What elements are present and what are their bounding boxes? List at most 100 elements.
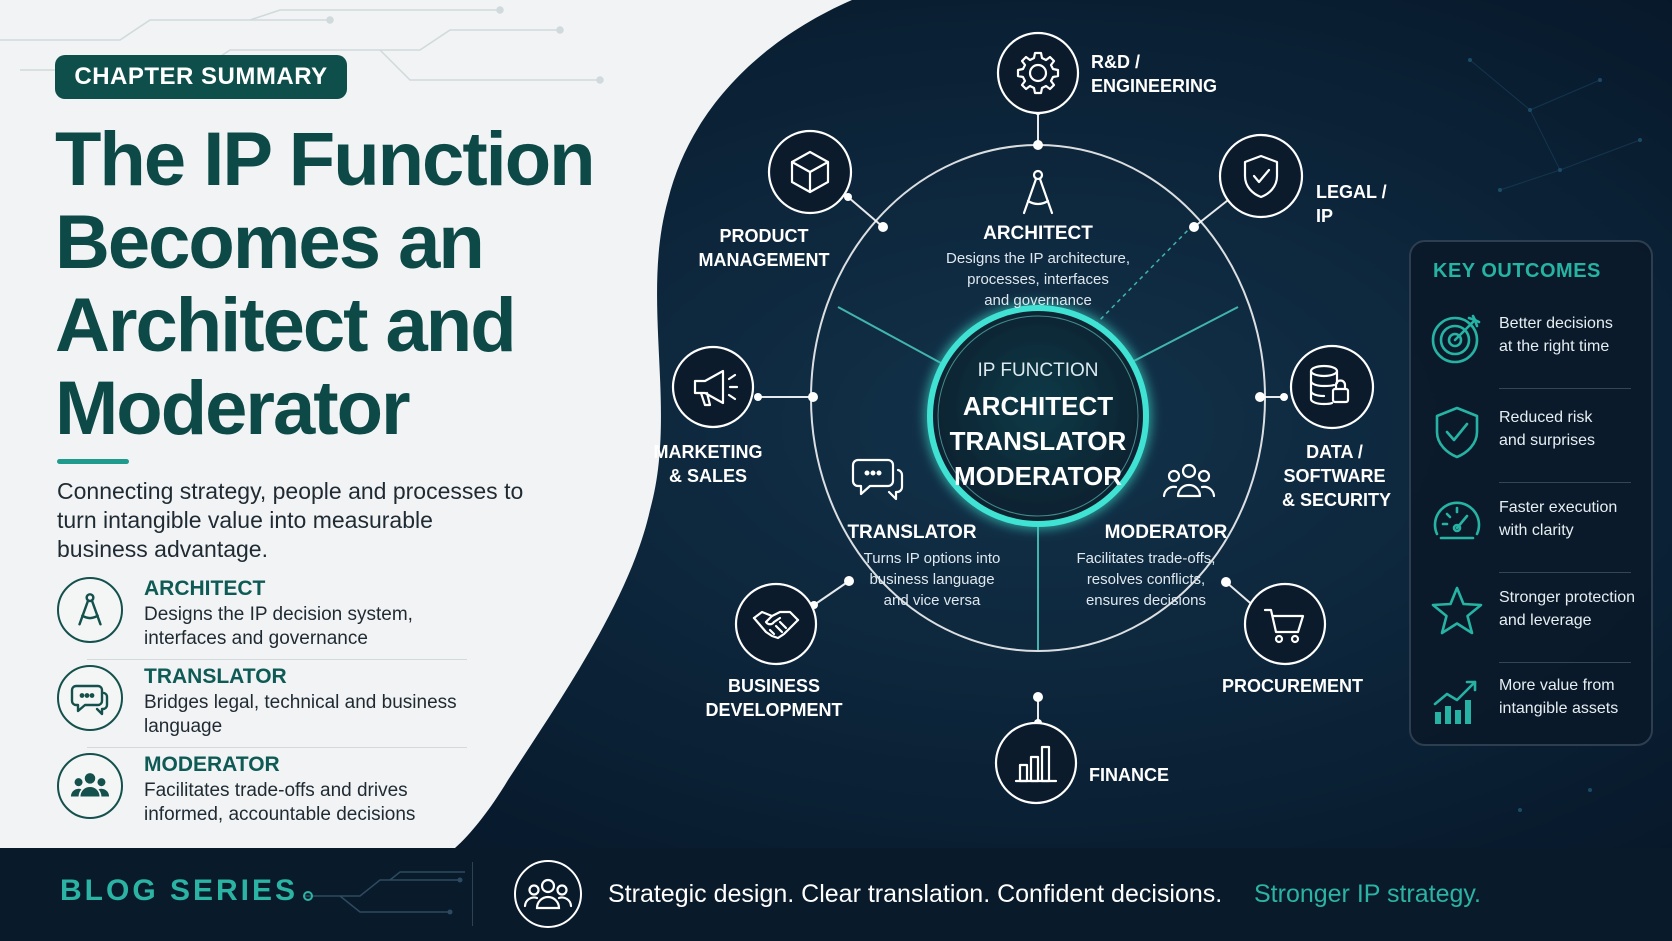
divider [87,747,467,748]
desc-line: and governance [984,292,1092,309]
label-product-management: PRODUCT MANAGEMENT [694,224,834,272]
title-line: Architect and [55,283,517,368]
label-line: R&D / [1091,52,1140,72]
shield-check-icon [1243,154,1279,199]
outcome-line: at the right time [1499,338,1610,355]
node-marketing [671,345,755,429]
node-circles [671,31,1375,805]
footer: BLOG SERIES Strategic design. Clear tran… [0,848,1672,941]
title-line: Becomes an [55,200,485,285]
megaphone-icon [693,369,739,407]
label-line: PRODUCT [719,226,809,246]
label-line: IP [1316,206,1334,226]
desc-line: resolves conflicts, [1086,571,1206,588]
label-line: DEVELOPMENT [705,700,843,720]
node-legal [1218,133,1304,219]
divider [87,659,467,660]
label-line: PROCUREMENT [1222,676,1364,696]
divider [1499,572,1631,573]
outcome-line: Reduced risk [1499,409,1593,426]
outcome-item: More value from intangible assets [1411,658,1651,746]
label-line: DATA / [1306,442,1363,462]
divider [1499,662,1631,663]
label-business-development: BUSINESS DEVELOPMENT [704,674,844,722]
core-label: IP FUNCTION [977,360,1099,381]
desc-line: ensures decisions [1085,592,1207,609]
role-description: Bridges legal, technical and business la… [144,692,457,737]
node-rd [996,31,1080,115]
label-data-software-security: DATA / SOFTWARE & SECURITY [1282,440,1392,512]
title-line: Moderator [55,366,411,451]
outcome-text: More value from intangible assets [1499,674,1649,720]
speech-bubble-icon [851,458,904,501]
node-data [1289,344,1375,430]
cube-icon [790,150,830,194]
database-lock-icon [1309,364,1350,406]
inner-architect-title: ARCHITECT [983,223,1093,244]
desc-line: Designs the IP architecture, [946,250,1130,267]
label-line: BUSINESS [727,676,821,696]
bar-chart-icon [1014,745,1058,783]
outcome-text: Reduced risk and surprises [1499,406,1649,452]
inner-translator-title: TRANSLATOR [847,522,977,543]
divider [1499,388,1631,389]
outcome-line: intangible assets [1499,700,1619,717]
footer-tagline-accent: Stronger IP strategy. [1254,880,1481,908]
outcome-text: Stronger protection and leverage [1499,586,1649,632]
dashed-link [1094,225,1193,326]
chapter-badge: CHAPTER SUMMARY [55,55,347,99]
label-marketing-sales: MARKETING & SALES [650,440,766,488]
outcome-line: and surprises [1499,432,1596,449]
title-accent-bar [57,459,129,464]
label-line: & SALES [668,466,747,486]
label-line: MARKETING [653,442,763,462]
group-icon [514,860,582,928]
role-title: TRANSLATOR [144,665,287,688]
speedometer-icon [1433,501,1481,540]
desc-line: Turns IP options into [863,550,1001,567]
core-role-architect: ARCHITECT [962,391,1114,421]
outcome-line: More value from [1499,677,1615,694]
divider [1499,482,1631,483]
desc-line: business language [869,571,995,588]
inner-moderator-title: MODERATOR [1104,522,1228,543]
label-line: MANAGEMENT [698,250,830,270]
circuit-decoration [303,871,465,915]
core-role-translator: TRANSLATOR [949,426,1127,456]
label-rd-engineering: R&D / ENGINEERING [1091,50,1217,98]
star-icon [1431,586,1483,635]
outcome-text: Better decisions at the right time [1499,312,1649,358]
role-description: Facilitates trade-offs and drives inform… [144,780,416,825]
outcomes-title: KEY OUTCOMES [1433,260,1601,282]
role-title: ARCHITECT [144,577,266,600]
desc-line: processes, interfaces [967,271,1109,288]
growth-chart-icon [1433,680,1477,724]
title-line: The IP Function [55,117,596,202]
page-title: The IP Function Becomes an Architect and… [55,118,655,450]
label-line: LEGAL / [1316,182,1387,202]
label-line: & SECURITY [1282,490,1392,510]
compass-icon [1022,169,1054,215]
shield-check-icon [1435,406,1479,459]
label-line: ENGINEERING [1091,76,1218,96]
footer-tagline: Strategic design. Clear translation. Con… [608,880,1223,908]
node-finance [994,721,1078,805]
handshake-icon [752,610,800,640]
subtitle: Connecting strategy, people and processe… [57,478,524,562]
outcome-item: Reduced risk and surprises [1411,390,1651,478]
label-finance: FINANCE [1089,763,1169,787]
node-bizdev [734,582,818,666]
speech-bubble-icon [57,665,123,731]
outcome-item: Faster execution with clarity [1411,480,1651,568]
group-icon [1162,463,1216,498]
blog-series-label: BLOG SERIES [60,874,299,907]
outcome-line: Stronger protection [1499,589,1636,606]
core-role-moderator: MODERATOR [953,461,1123,491]
outcome-line: Faster execution [1499,499,1618,516]
outcome-item: Stronger protection and leverage [1411,570,1651,658]
outcome-text: Faster execution with clarity [1499,496,1649,542]
outcome-item: Better decisions at the right time [1411,296,1651,384]
label-line: FINANCE [1089,765,1169,785]
